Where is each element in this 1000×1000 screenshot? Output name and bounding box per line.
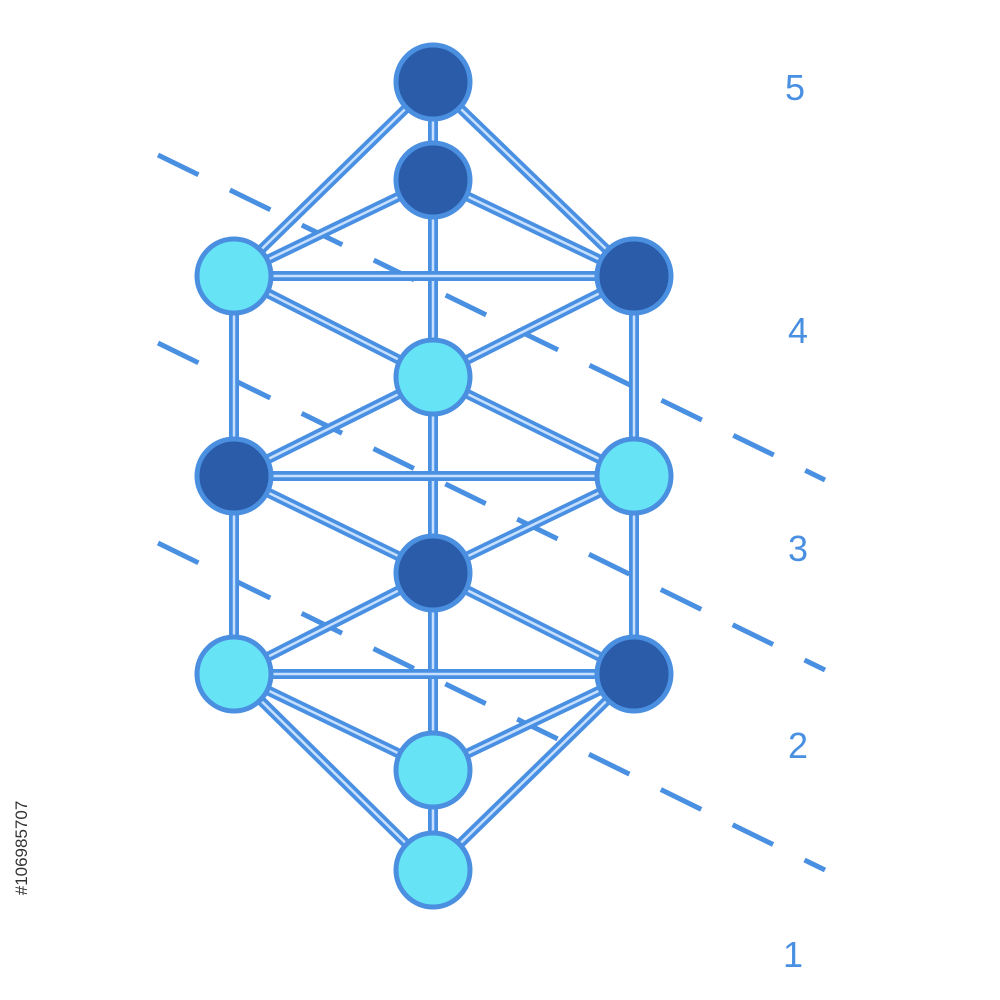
node-n7 — [594, 436, 674, 516]
node-n4 — [594, 236, 674, 316]
stock-image-id: #106985707 — [12, 801, 31, 896]
node-n3 — [194, 236, 274, 316]
node-n8 — [393, 533, 473, 613]
level-label-5: 5 — [785, 67, 805, 108]
level-label-3: 3 — [788, 528, 808, 569]
edge-n10-n12 — [428, 669, 639, 875]
edge-n9-n12 — [229, 669, 438, 875]
node-n6 — [194, 436, 274, 516]
edge-n1-n4 — [428, 77, 639, 281]
level-divider-group — [156, 152, 827, 873]
node-n11 — [393, 730, 473, 810]
node-n1 — [393, 42, 473, 122]
level-label-2: 2 — [788, 725, 808, 766]
level-label-1: 1 — [783, 934, 803, 975]
level-divider-2 — [156, 340, 827, 673]
level-divider-1 — [156, 152, 827, 483]
node-group — [194, 42, 674, 910]
level-divider-3 — [156, 540, 827, 873]
level-label-4: 4 — [788, 310, 808, 351]
node-n12 — [393, 830, 473, 910]
node-n2 — [393, 140, 473, 220]
node-n9 — [194, 634, 274, 714]
node-n5 — [393, 337, 473, 417]
node-n10 — [594, 634, 674, 714]
level-label-group: 5 4 3 2 1 — [783, 67, 808, 975]
edge-n1-n3 — [229, 77, 438, 281]
